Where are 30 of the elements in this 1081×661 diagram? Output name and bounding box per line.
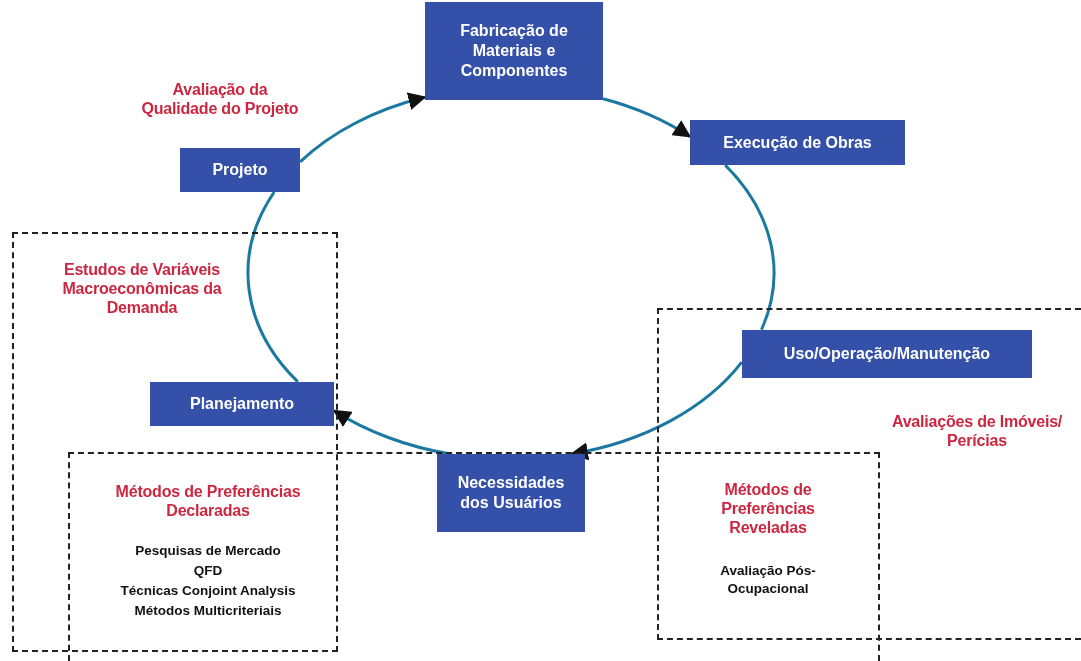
method-text: Pesquisas de Mercado [134,542,282,560]
process-box [150,382,334,426]
cycle-arrow [299,92,427,164]
method-text: Métodos Multicriteriais [133,602,283,620]
process-box [425,2,603,100]
annotation-text: Avaliação da Qualidade do Projeto [140,80,300,119]
method-text: Avaliação Pós-Ocupacional [719,562,817,598]
dashed-region [657,308,1081,640]
cycle-arrow [569,361,743,460]
process-box [180,148,300,192]
process-box [690,120,905,165]
box-label: Uso/Operação/Manutenção [783,344,991,364]
cycle-line [724,164,776,331]
method-text: QFD [192,562,224,580]
method-heading: Métodos de Preferências Reveladas [720,480,816,538]
method-text: Técnicas Conjoint Analysis [119,582,297,600]
dashed-region [12,232,338,652]
method-heading: Métodos de Preferências Declaradas [114,482,302,521]
cycle-line [246,191,299,383]
box-label: Execução de Obras [723,132,872,153]
region-heading: Estudos de Variáveis Macroeconômicas da Demanda [62,260,222,318]
cycle-arrow [602,97,692,138]
process-box [437,454,585,532]
box-label: Necessidades dos Usuários [456,473,566,513]
box-label: Planejamento [190,394,294,414]
process-box [742,330,1032,378]
box-label: Projeto [212,160,268,180]
box-label: Fabricação de Materiais e Componentes [459,21,569,81]
dashed-region [68,452,880,661]
region-heading: Avaliações de Imóveis/ Perícias [890,412,1064,451]
